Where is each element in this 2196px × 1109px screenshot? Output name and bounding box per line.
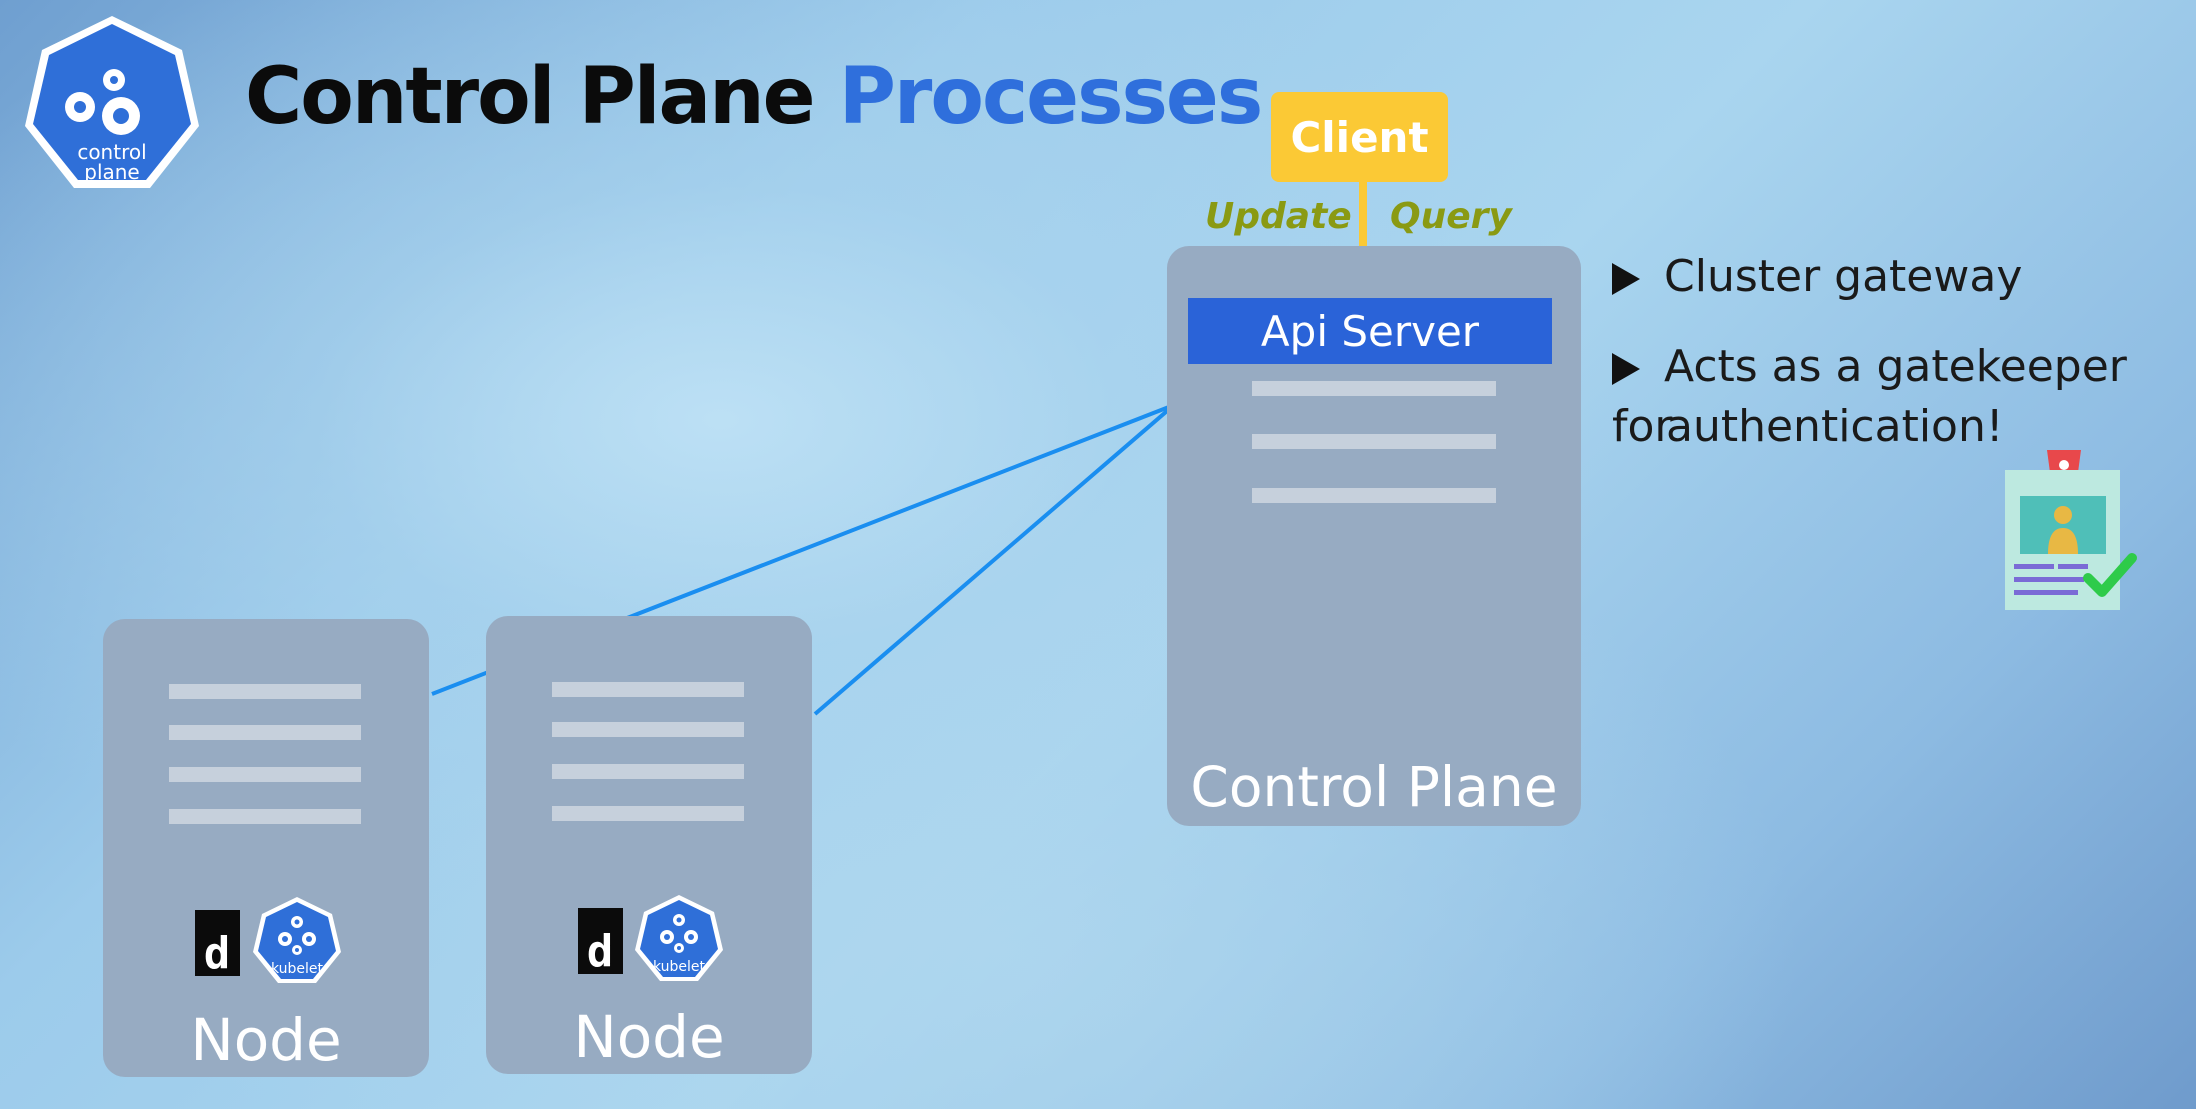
bullet-text: Cluster gateway — [1664, 251, 2023, 302]
bullet-text-line2: authentication! — [1666, 401, 2004, 452]
client-box: Client — [1271, 92, 1448, 182]
docker-icon: d — [578, 908, 623, 974]
control-plane-logo-icon: control plane — [25, 16, 199, 188]
bullet-item: Cluster gateway — [1612, 247, 2022, 307]
query-label: Query — [1390, 196, 1512, 237]
docker-glyph: d — [204, 928, 231, 976]
node-2-connector — [813, 403, 1176, 716]
client-connector — [1359, 182, 1367, 292]
api-server-box: Api Server — [1188, 298, 1552, 364]
update-label: Update — [1205, 196, 1352, 237]
bullet-item: Acts as a gatekeeper for — [1612, 337, 2196, 457]
page-title: Control Plane Processes — [245, 58, 1263, 136]
docker-icon: d — [195, 910, 240, 976]
kubelet-label: kubelet — [271, 961, 324, 977]
triangle-bullet-icon — [1612, 353, 1640, 385]
bullet-text-line1: Acts as a gatekeeper for — [1612, 341, 2127, 452]
kubelet-icon: kubelet — [635, 895, 723, 981]
id-badge-icon — [2005, 450, 2137, 610]
node-label: Node — [573, 1003, 725, 1071]
control-plane-bar — [1252, 488, 1496, 503]
control-plane-bar — [1252, 434, 1496, 449]
node-bar — [552, 722, 744, 737]
title-part-2: Processes — [838, 52, 1264, 142]
control-plane-bar — [1252, 381, 1496, 396]
title-part-1: Control Plane — [245, 52, 816, 142]
logo-label-line2: plane — [84, 160, 140, 184]
api-server-label: Api Server — [1260, 306, 1480, 356]
node-bar — [169, 809, 361, 824]
triangle-bullet-icon — [1612, 263, 1640, 295]
control-plane-label: Control Plane — [1190, 755, 1558, 819]
node-bar — [552, 764, 744, 779]
kubelet-label: kubelet — [653, 959, 706, 975]
node-bar — [552, 806, 744, 821]
docker-glyph: d — [587, 926, 614, 974]
logo-label-line1: control — [77, 140, 146, 164]
node-bar — [169, 684, 361, 699]
kubelet-icon: kubelet — [253, 897, 341, 983]
client-label: Client — [1290, 112, 1429, 162]
node-bar — [169, 725, 361, 740]
node-label: Node — [190, 1006, 342, 1074]
node-bar — [552, 682, 744, 697]
node-bar — [169, 767, 361, 782]
